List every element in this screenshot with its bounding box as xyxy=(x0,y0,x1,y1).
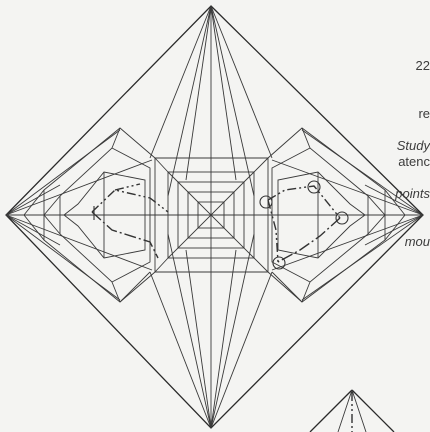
left-fold-path xyxy=(92,184,168,258)
study-note-line: mou xyxy=(363,234,430,250)
study-note-line: points xyxy=(363,186,430,202)
partial-next-diagram xyxy=(310,390,394,432)
reference-point-markers xyxy=(260,181,348,269)
study-note-line: Study xyxy=(363,138,430,154)
reference-point-marker xyxy=(260,196,272,208)
instruction-line: 22 xyxy=(371,58,430,74)
reference-point-marker xyxy=(336,212,348,224)
main-diagonals xyxy=(6,6,423,428)
study-note-text: Study points mou xyxy=(363,106,430,282)
outer-square xyxy=(6,6,423,428)
